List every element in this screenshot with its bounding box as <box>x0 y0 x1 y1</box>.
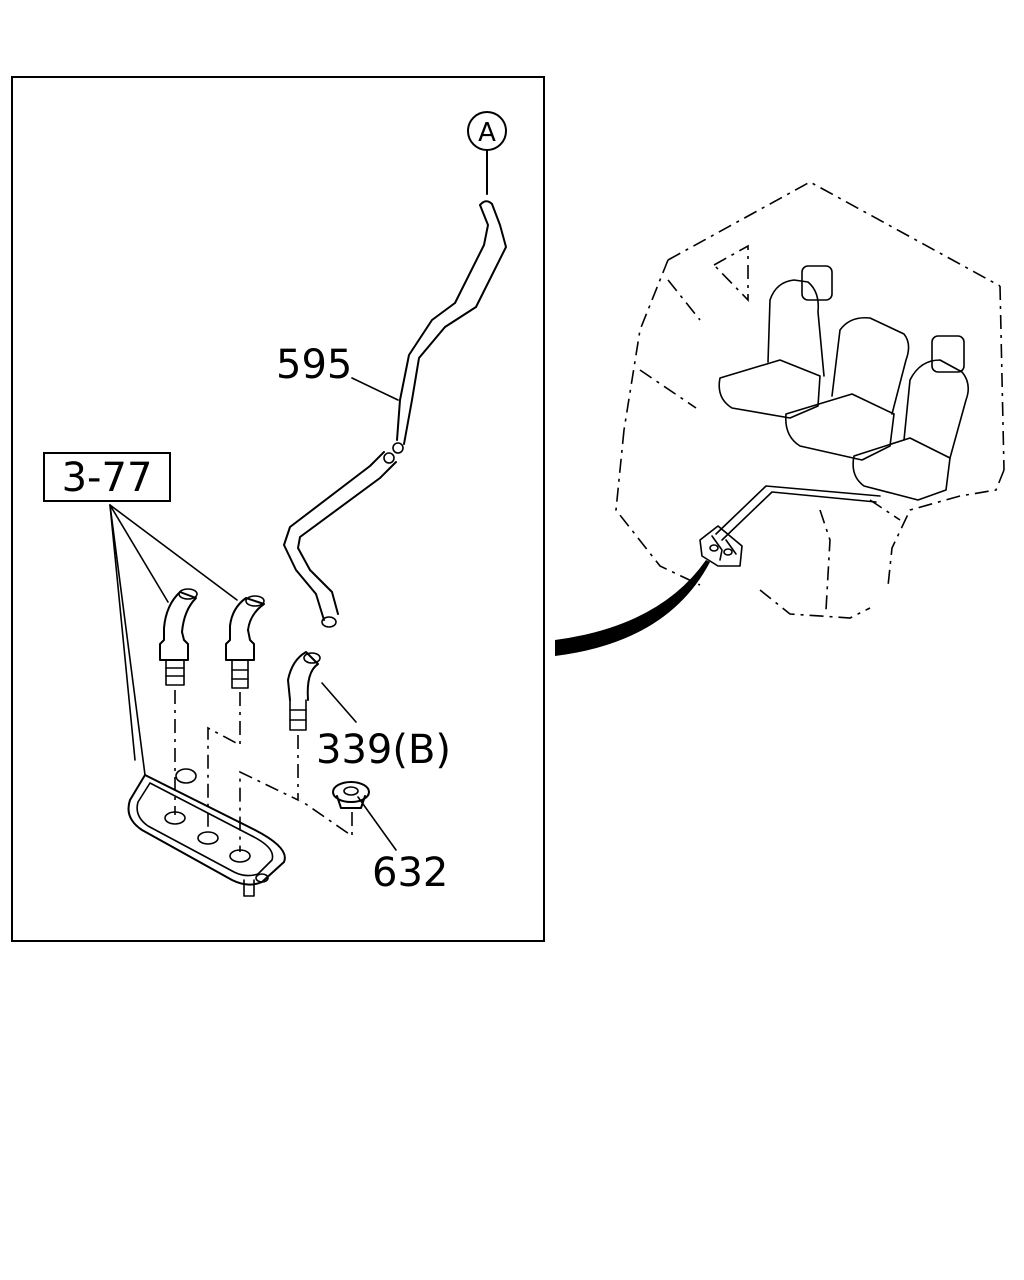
seat-left <box>718 265 833 419</box>
reference-marker-label: A <box>478 118 496 148</box>
callout-632: 632 <box>372 850 448 896</box>
detail-pointer-arrow <box>555 560 710 656</box>
leader-339b <box>321 682 357 723</box>
elbow-fitting-2 <box>207 595 265 832</box>
heater-unit <box>699 525 743 567</box>
ref-box-leaders <box>109 504 238 776</box>
detail-frame <box>11 76 545 942</box>
ref-box-label: 3-77 <box>62 455 153 501</box>
grommet-632 <box>299 781 370 838</box>
connector-339b <box>239 651 321 852</box>
hose-595 <box>283 200 507 628</box>
elbow-fitting-1 <box>159 588 198 815</box>
cab-overview <box>555 181 1005 656</box>
ref-box-3-77: 3-77 <box>43 452 171 502</box>
base-plate <box>127 768 286 897</box>
leader-595 <box>351 377 399 401</box>
callout-595: 595 <box>276 342 352 388</box>
seat-right <box>852 335 970 501</box>
callout-339b: 339(B) <box>316 727 451 773</box>
leader-632 <box>357 796 397 851</box>
reference-marker-a: A <box>467 111 507 195</box>
seat-middle <box>784 316 910 461</box>
